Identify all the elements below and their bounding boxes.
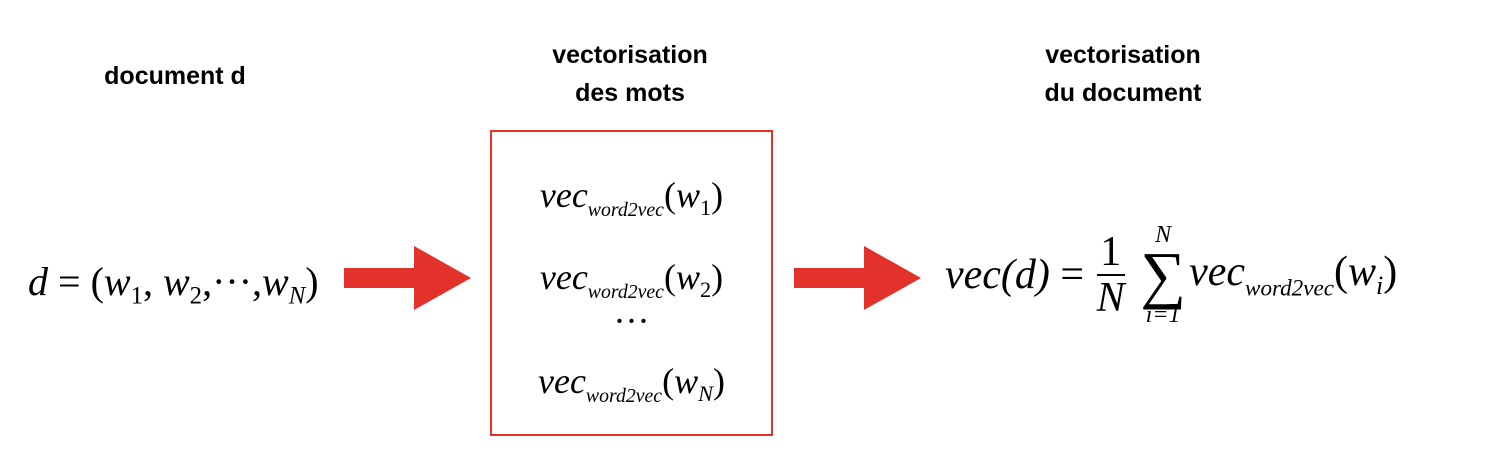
heading-document-vectorisation: vectorisation du document <box>1008 36 1238 112</box>
input-formula: d = (w1, w2,···,wN) <box>28 258 319 311</box>
formula-w2: w <box>162 259 190 304</box>
heading-doc-line1: vectorisation <box>1045 41 1201 69</box>
heading-document: document d <box>80 57 270 95</box>
summation: N ∑ i=1 <box>1139 222 1187 328</box>
formula-w1: w <box>103 259 131 304</box>
doc-index-i: i <box>1376 271 1384 301</box>
formula-sub-N: N <box>288 282 306 310</box>
formula-comma-1: , <box>142 259 153 304</box>
doc-model-subscript: word2vec <box>1245 274 1334 301</box>
formula-wN: w <box>262 259 289 304</box>
fraction-denominator: N <box>1096 274 1125 321</box>
arrow-right-icon <box>794 246 921 310</box>
arrow-1-shape <box>344 246 471 310</box>
heading-word-line1: vectorisation <box>552 41 708 69</box>
formula-open-paren: ( <box>90 259 104 304</box>
w-label: w <box>675 257 700 297</box>
word-vector-row-2: vecword2vec(w2) <box>539 257 724 303</box>
word-vector-row-N: vecword2vec(wN) <box>537 361 725 407</box>
doc-lhs: vec(d) <box>945 252 1050 298</box>
sum-lower-bound: i=1 <box>1145 302 1181 328</box>
formula-sub-2: 2 <box>189 282 203 310</box>
word-vectors-box: vecword2vec(w1) vecword2vec(w2) ··· vecw… <box>490 130 773 436</box>
heading-doc-line2: du document <box>1044 79 1202 107</box>
model-subscript: word2vec <box>587 198 664 221</box>
ellipsis: ··· <box>613 301 650 341</box>
vec-label: vec <box>539 257 588 297</box>
formula-sub-1: 1 <box>130 282 143 310</box>
heading-word-vectorisation: vectorisation des mots <box>515 36 745 112</box>
model-subscript: word2vec <box>585 384 663 407</box>
document-formula: vec(d) = 1 N N ∑ i=1 vecword2vec(wi) <box>945 222 1398 328</box>
fraction: 1 N <box>1096 229 1125 321</box>
formula-close-paren: ) <box>305 259 319 304</box>
w-label: w <box>674 361 699 401</box>
formula-d: d <box>28 259 48 304</box>
index-2: 2 <box>699 276 712 302</box>
doc-w-label: w <box>1347 249 1376 296</box>
arrow-right-icon <box>344 246 471 310</box>
fraction-numerator: 1 <box>1100 229 1122 275</box>
arrow-2-shape <box>794 246 921 310</box>
index-1: 1 <box>699 194 712 220</box>
model-subscript: word2vec <box>587 280 664 303</box>
heading-document-text: document d <box>104 62 246 90</box>
doc-vec-label: vec <box>1189 249 1246 296</box>
sum-upper-bound: N <box>1155 222 1172 248</box>
formula-dots: ··· <box>212 259 253 304</box>
formula-equals: = <box>58 259 81 304</box>
formula-comma-2: , <box>202 259 213 304</box>
word-vector-row-1: vecword2vec(w1) <box>539 175 724 221</box>
sigma-icon: ∑ <box>1140 239 1186 310</box>
w-label: w <box>675 175 700 215</box>
word-vector-ellipsis: ··· <box>492 300 771 342</box>
formula-comma-3: , <box>252 259 263 304</box>
index-N: N <box>698 380 713 406</box>
doc-equals: = <box>1060 252 1085 298</box>
vec-label: vec <box>537 361 586 401</box>
vec-label: vec <box>539 175 588 215</box>
heading-word-line2: des mots <box>575 79 685 107</box>
